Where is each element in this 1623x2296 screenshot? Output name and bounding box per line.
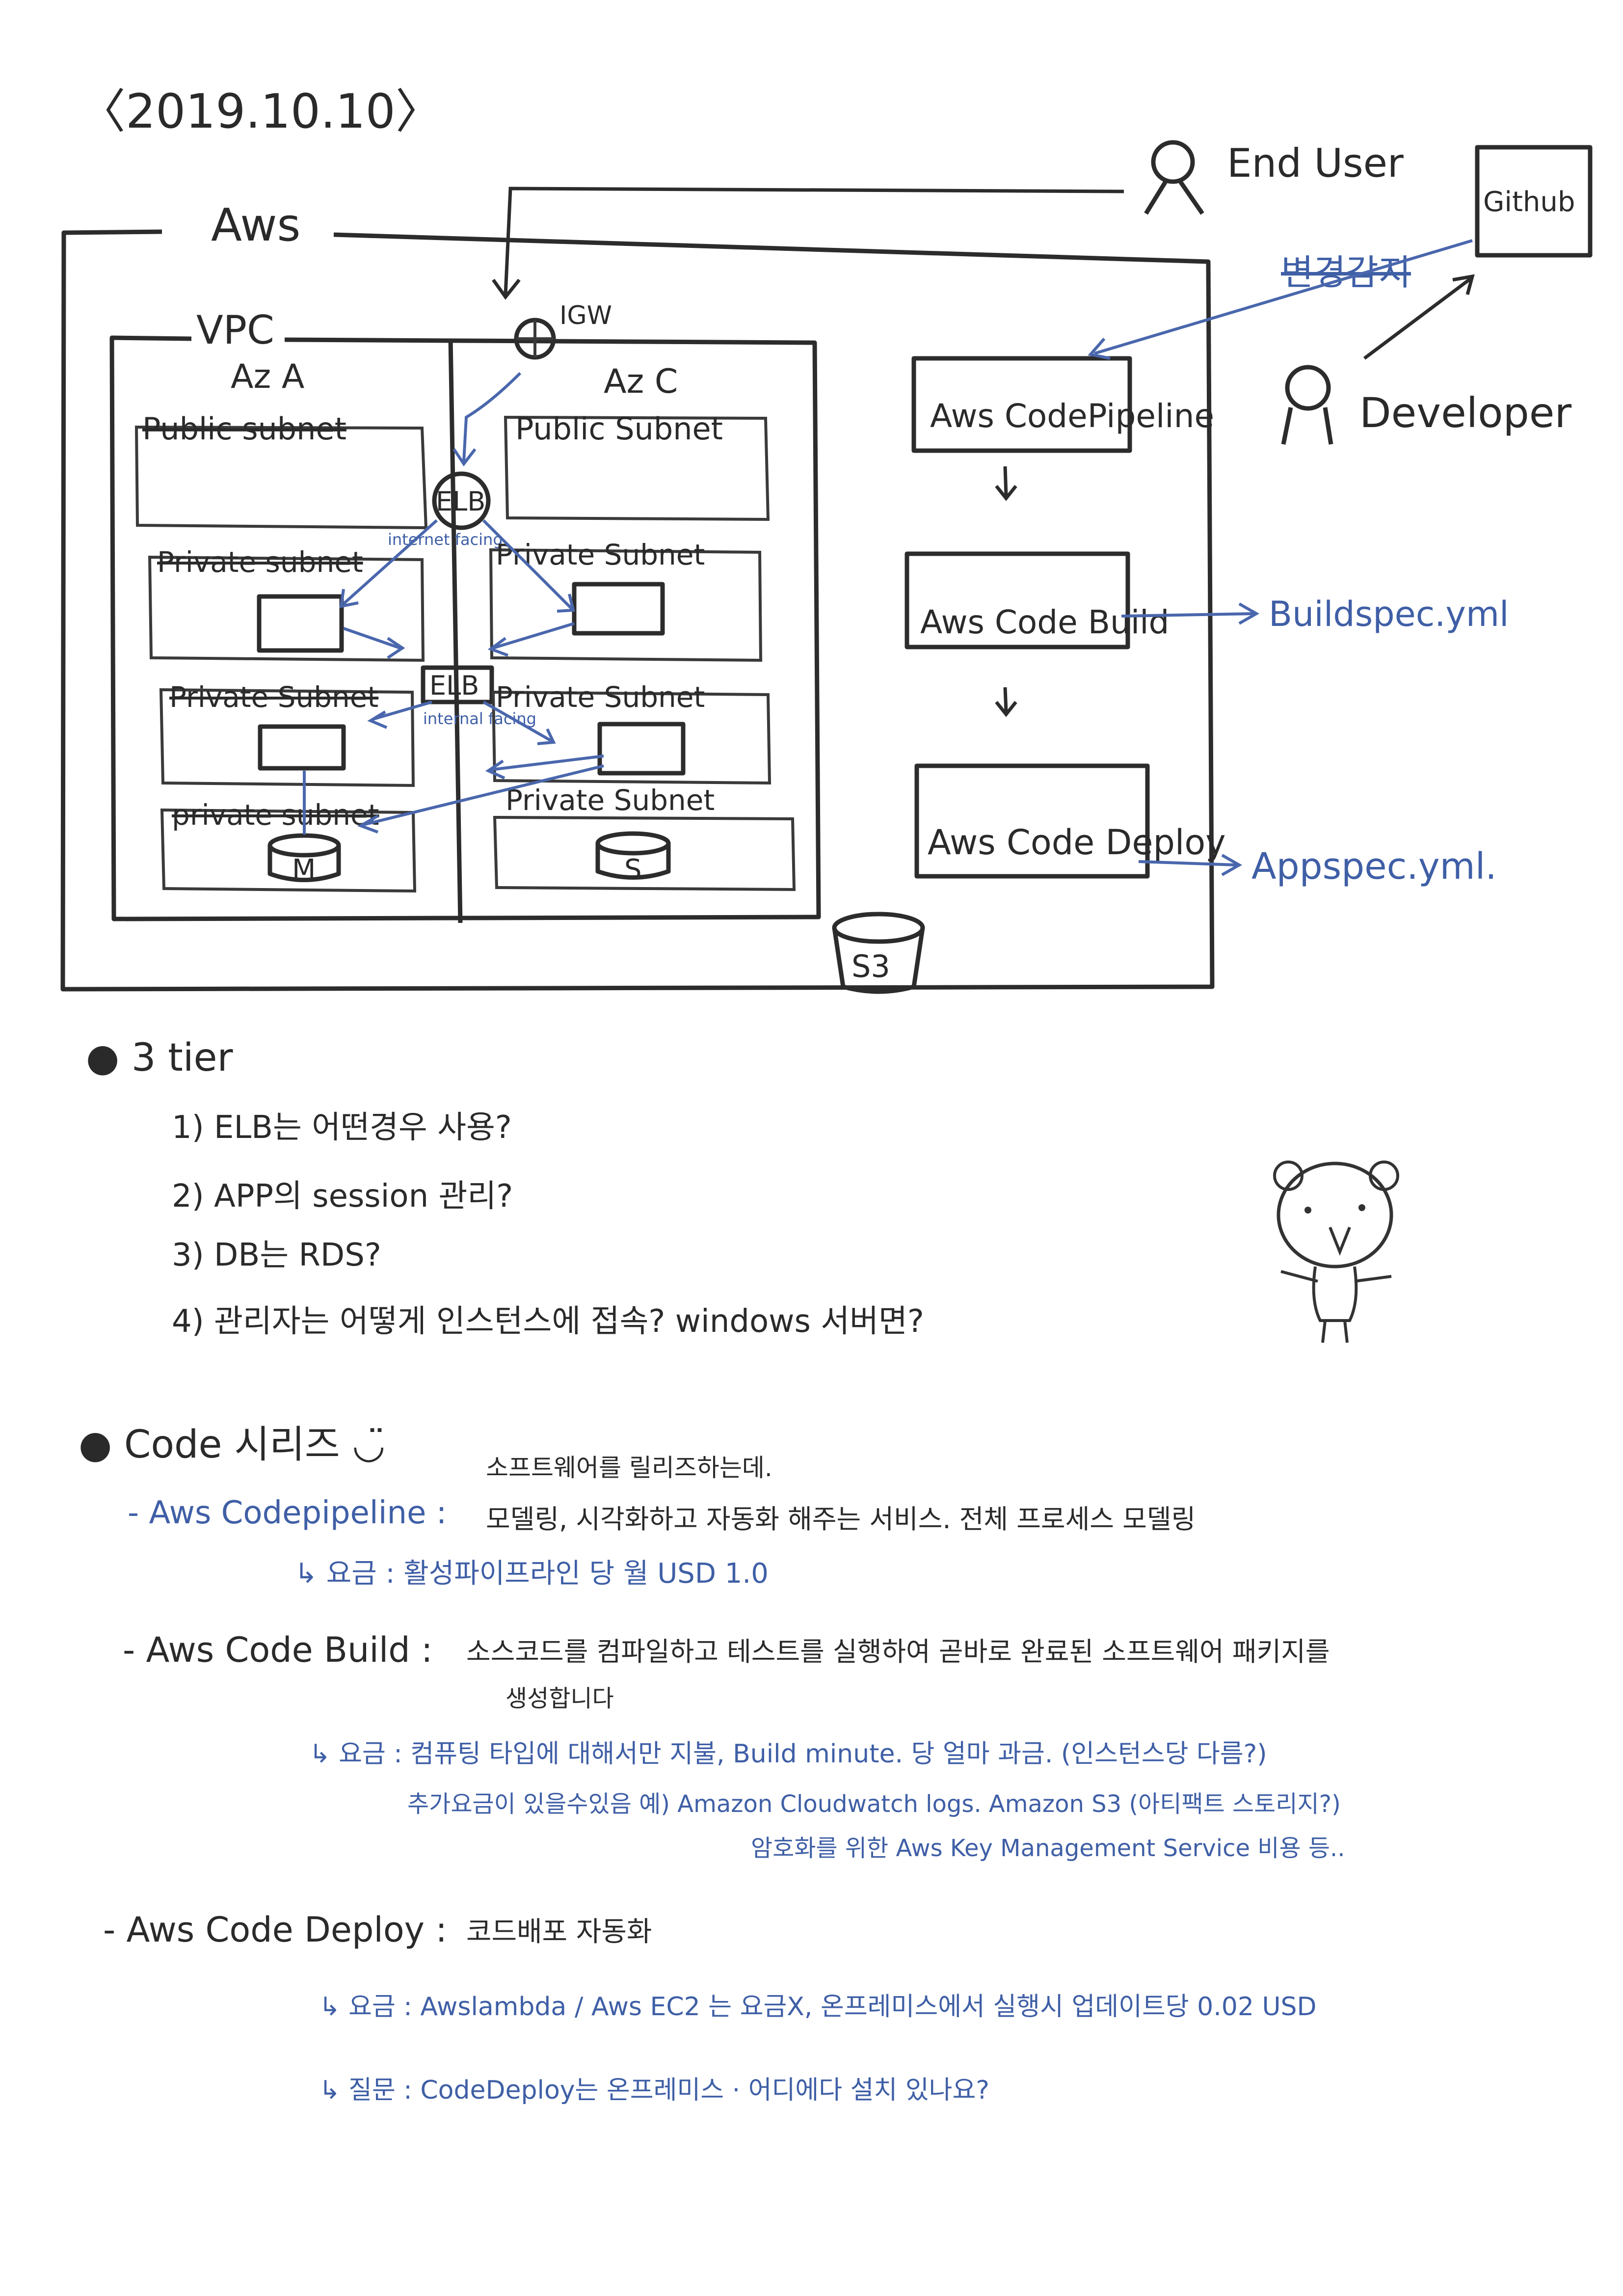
end-user-to-igw-arrow — [504, 187, 1124, 295]
public-subnet-c-label: Public Subnet — [515, 411, 723, 447]
end-user-icon — [1144, 140, 1204, 215]
elb-top-label: ELB — [436, 486, 485, 517]
build-price-3: 암호화를 위한 Aws Key Management Service 비용 등.… — [751, 1835, 1345, 1862]
vpc-label: VPC — [196, 307, 274, 353]
build-desc-2: 생성합니다 — [506, 1685, 614, 1712]
change-detect-label: 변경감지 — [1281, 252, 1411, 293]
private-subnet-3c-label: Private Subnet — [506, 783, 715, 817]
developer-to-github-arrow — [1363, 276, 1474, 360]
bear-doodle — [1273, 1161, 1399, 1343]
buildspec-label: Buildspec.yml — [1269, 594, 1509, 634]
pipeline-price: ↳ 요금 : 활성파이프라인 당 월 USD 1.0 — [294, 1558, 769, 1590]
github-to-codepipeline-arrow — [1094, 239, 1473, 355]
az-divider — [448, 338, 463, 923]
developer-icon — [1281, 365, 1333, 445]
public-subnet-c — [504, 415, 770, 521]
architecture-diagram: 〈2019.10.10〉 Aws VPC Az A Az C IGW Publi… — [60, 84, 1593, 994]
tier-item: 3) DB는 RDS? — [172, 1237, 381, 1273]
private-subnet-2a — [159, 688, 415, 787]
app-server-1a — [257, 594, 344, 653]
pipeline-note-above: 소프트웨어를 릴리즈하는데. — [486, 1454, 772, 1482]
db-slave-label: S — [624, 854, 642, 886]
s3-label: S3 — [851, 948, 890, 984]
elb-mid-icon — [421, 665, 494, 704]
codebuild-box — [905, 551, 1130, 649]
codedeploy-to-appspec-arrow — [1138, 860, 1237, 866]
private-subnet-1a-label: Private subnet — [157, 545, 363, 579]
s3-bucket-icon — [832, 912, 925, 994]
end-user-label: End User — [1227, 140, 1404, 186]
appspec-label: Appspec.yml. — [1251, 845, 1497, 888]
build-price-1: ↳ 요금 : 컴퓨팅 타입에 대해서만 지불, Build minute. 당 … — [309, 1739, 1267, 1769]
deploy-label: - Aws Code Deploy : — [103, 1910, 447, 1950]
codepipeline-label: Aws CodePipeline — [930, 397, 1214, 435]
build-desc-1: 소스코드를 컴파일하고 테스트를 실행하여 곧바로 완료된 소프트웨어 패키지를 — [466, 1636, 1330, 1667]
igw-label: IGW — [559, 301, 612, 330]
db-slave-icon — [595, 831, 671, 880]
db-master-label: M — [292, 854, 316, 886]
public-subnet-a — [134, 425, 428, 530]
az-c-label: Az C — [604, 362, 678, 401]
aws-boundary — [60, 229, 1215, 992]
app-server-1c — [572, 582, 665, 636]
tier-item: 4) 관리자는 어떻게 인스턴스에 접속? windows 서버면? — [172, 1303, 924, 1340]
code-heading: ● Code 시리즈 ◡̈ — [79, 1423, 386, 1467]
app-server-2a — [258, 724, 346, 771]
aws-label: Aws — [211, 199, 300, 251]
build-price-2: 추가요금이 있을수있음 예) Amazon Cloudwatch logs. A… — [407, 1790, 1341, 1818]
elb-mid-note: internal facing — [423, 709, 536, 728]
tier-item: 2) APP의 session 관리? — [172, 1178, 513, 1215]
igw-to-elb-arrow — [462, 372, 522, 462]
deploy-question: ↳ 질문 : CodeDeploy는 온프레미스 · 어디에다 설치 있나요? — [319, 2076, 989, 2105]
db-master-icon — [267, 833, 341, 882]
developer-label: Developer — [1359, 389, 1571, 437]
public-subnet-a-label: Public subnet — [142, 411, 346, 447]
codepipeline-box — [911, 356, 1132, 453]
private-subnet-2c-label: Private Subnet — [496, 680, 705, 714]
pipeline-label: - Aws Codepipeline : — [128, 1495, 447, 1531]
az-a-label: Az A — [231, 357, 304, 396]
tier-heading: ● 3 tier — [86, 1036, 233, 1080]
github-label: Github — [1483, 186, 1575, 218]
private-subnet-1c-label: Private Subnet — [496, 538, 705, 571]
tier-item: 1) ELB는 어떤경우 사용? — [172, 1109, 512, 1146]
codebuild-to-buildspec-arrow — [1121, 612, 1254, 618]
private-subnet-1a — [148, 555, 425, 662]
elb-top-icon — [432, 471, 491, 530]
codebuild-label: Aws Code Build — [920, 603, 1169, 641]
private-subnet-3a-label: private subnet — [172, 798, 379, 832]
codedeploy-label: Aws Code Deploy — [928, 822, 1226, 863]
vpc-boundary — [109, 335, 821, 921]
private-subnet-2a-label: Private Subnet — [169, 680, 378, 714]
private-subnet-1c — [489, 548, 763, 662]
build-label: - Aws Code Build : — [123, 1630, 433, 1670]
elb-mid-label: ELB — [429, 670, 479, 701]
deploy-price: ↳ 요금 : Awslambda / Aws EC2 는 요금X, 온프레미스에… — [319, 1992, 1317, 2022]
pipeline-desc: 모델링, 시각화하고 자동화 해주는 서비스. 전체 프로세스 모델링 — [486, 1504, 1196, 1535]
private-subnet-3a — [160, 808, 417, 893]
app-server-2c — [597, 722, 686, 776]
private-subnet-2c — [491, 690, 772, 785]
elb-top-note: internet facing — [388, 530, 503, 549]
private-subnet-3c — [493, 815, 796, 891]
date: 〈2019.10.10〉 — [79, 84, 443, 139]
github-box — [1475, 145, 1593, 258]
deploy-desc: 코드배포 자동화 — [466, 1916, 652, 1948]
codedeploy-box — [914, 763, 1150, 879]
